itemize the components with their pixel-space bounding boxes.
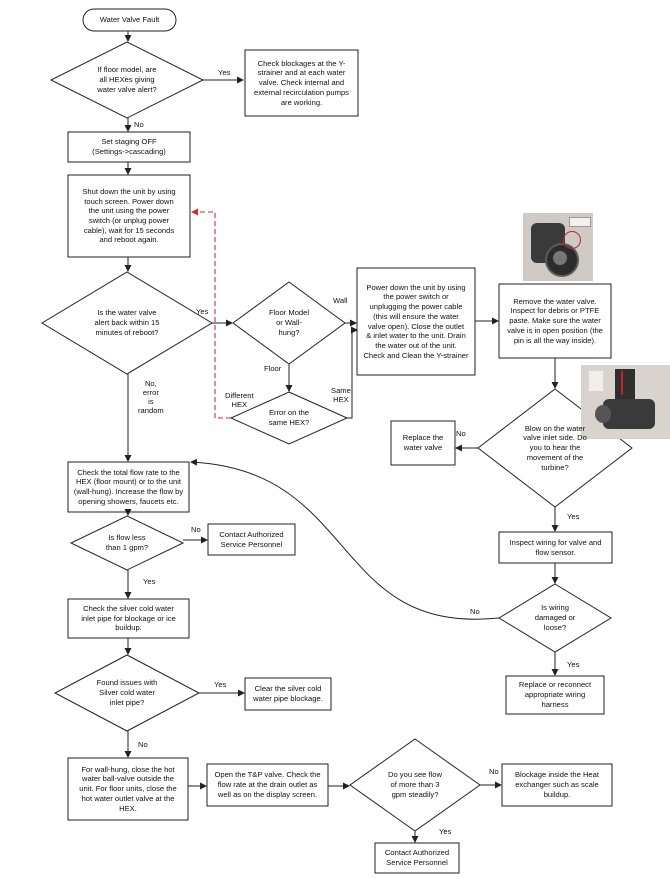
decision-error-same-hex [229,391,349,445]
start-terminal [82,8,177,32]
decision-floor-all-hex [49,41,205,119]
water-valve-photo-top [523,213,593,281]
label-yes-found: Yes [214,680,227,689]
open-tp-text: Open the T&P valve. Check the flow rate … [214,770,321,799]
decision-flow-less-text: Is flow less than 1 gpm? [105,533,149,552]
set-staging-text: Set staging OFF (Settings->cascading) [92,137,166,156]
label-yes-wiring: Yes [567,660,580,669]
label-floor: Floor [264,364,282,373]
box-replace-harness [505,675,605,715]
check-silver-text: Check the silver cold water inlet pipe f… [81,603,176,633]
check-flow-text: Check the total flow rate to the HEX (fl… [73,467,184,506]
start-label: Water Valve Fault [99,15,160,25]
label-no-blow: No [456,429,466,438]
contact-service-1-text: Contact Authorized Service Personnel [219,529,284,549]
decision-flow-3-text: Do you see flow of more than 3 gpm stead… [387,770,443,799]
label-no-flow-3: No [489,767,499,776]
decision-floor-all-text: If floor model, are all HEXes giving wat… [97,65,157,94]
close-hot-text: For wall-hung, close the hot water ball-… [79,764,177,813]
box-blockage-hex [501,763,613,807]
box-contact-service-2 [374,842,460,874]
replace-valve-text: Replace the water valve [402,433,444,452]
box-shutdown-reboot [67,174,191,258]
box-contact-service-1 [207,523,296,556]
replace-harness-text: Replace or reconnect appropriate wiring … [518,680,592,709]
decision-alert-back [41,271,213,375]
clear-silver-text: Clear the silver cold water pipe blockag… [253,684,323,703]
blockage-hex-text: Blockage inside the Heat exchanger such … [514,770,599,799]
remove-valve-text: Remove the water valve. Inspect for debr… [507,296,603,345]
box-set-staging [67,131,191,163]
decision-found-issues [53,654,201,732]
label-no-random: No, error is random [138,379,164,416]
box-open-tp [206,763,329,807]
label-yes-floorwall: Yes [196,307,209,316]
box-check-silver [67,598,190,639]
label-same-hex: Same HEX [331,386,351,405]
label-no-found: No [138,740,148,749]
box-check-blockages [244,49,359,117]
edge-same-hex-to-powerdown [347,326,358,419]
label-no-flow-less: No [191,525,201,534]
label-yes-flow-3: Yes [439,827,452,836]
power-down-drain-text: Power down the unit by using the power s… [363,282,469,360]
label-no-wiring: No [470,607,480,616]
shutdown-reboot-text: Shut down the unit by using touch screen… [82,186,176,245]
box-clear-silver [244,677,332,711]
decision-found-issues-text: Found issues with Silver cold water inle… [96,678,158,707]
label-different-hex: Different HEX [225,391,254,410]
label-no-staging: No [134,120,144,129]
box-inspect-wiring [498,531,613,564]
box-power-down-drain [356,267,476,376]
box-replace-valve [390,420,456,466]
decision-alert-back-text: Is the water valve alert back within 15 … [94,308,160,337]
decision-floor-wall-text: Floor Model or Wall- hung? [268,308,310,337]
decision-error-same-text: Error on the same HEX? [268,408,310,427]
edge-damaged-no-to-checkflow [190,458,500,620]
edge-different-hex-loop [191,208,231,419]
contact-service-2-text: Contact Authorized Service Personnel [384,848,450,867]
label-wall: Wall [333,296,348,305]
label-yes-blow: Yes [567,512,580,521]
box-close-hot [67,757,189,821]
decision-blow-text: Blow on the water valve inlet side. Do y… [523,423,587,472]
water-valve-photo-side [581,365,670,439]
label-yes-blockages: Yes [218,68,231,77]
check-blockages-text: Check blockages at the Y- strainer and a… [254,58,349,107]
label-yes-flow-less: Yes [143,577,156,586]
inspect-wiring-text: Inspect wiring for valve and flow sensor… [509,537,602,557]
decision-flow-less-1gpm [69,515,185,571]
decision-wiring-text: Is wiring damaged or loose? [534,603,576,632]
box-remove-valve [498,283,612,359]
box-check-flow [67,461,190,513]
